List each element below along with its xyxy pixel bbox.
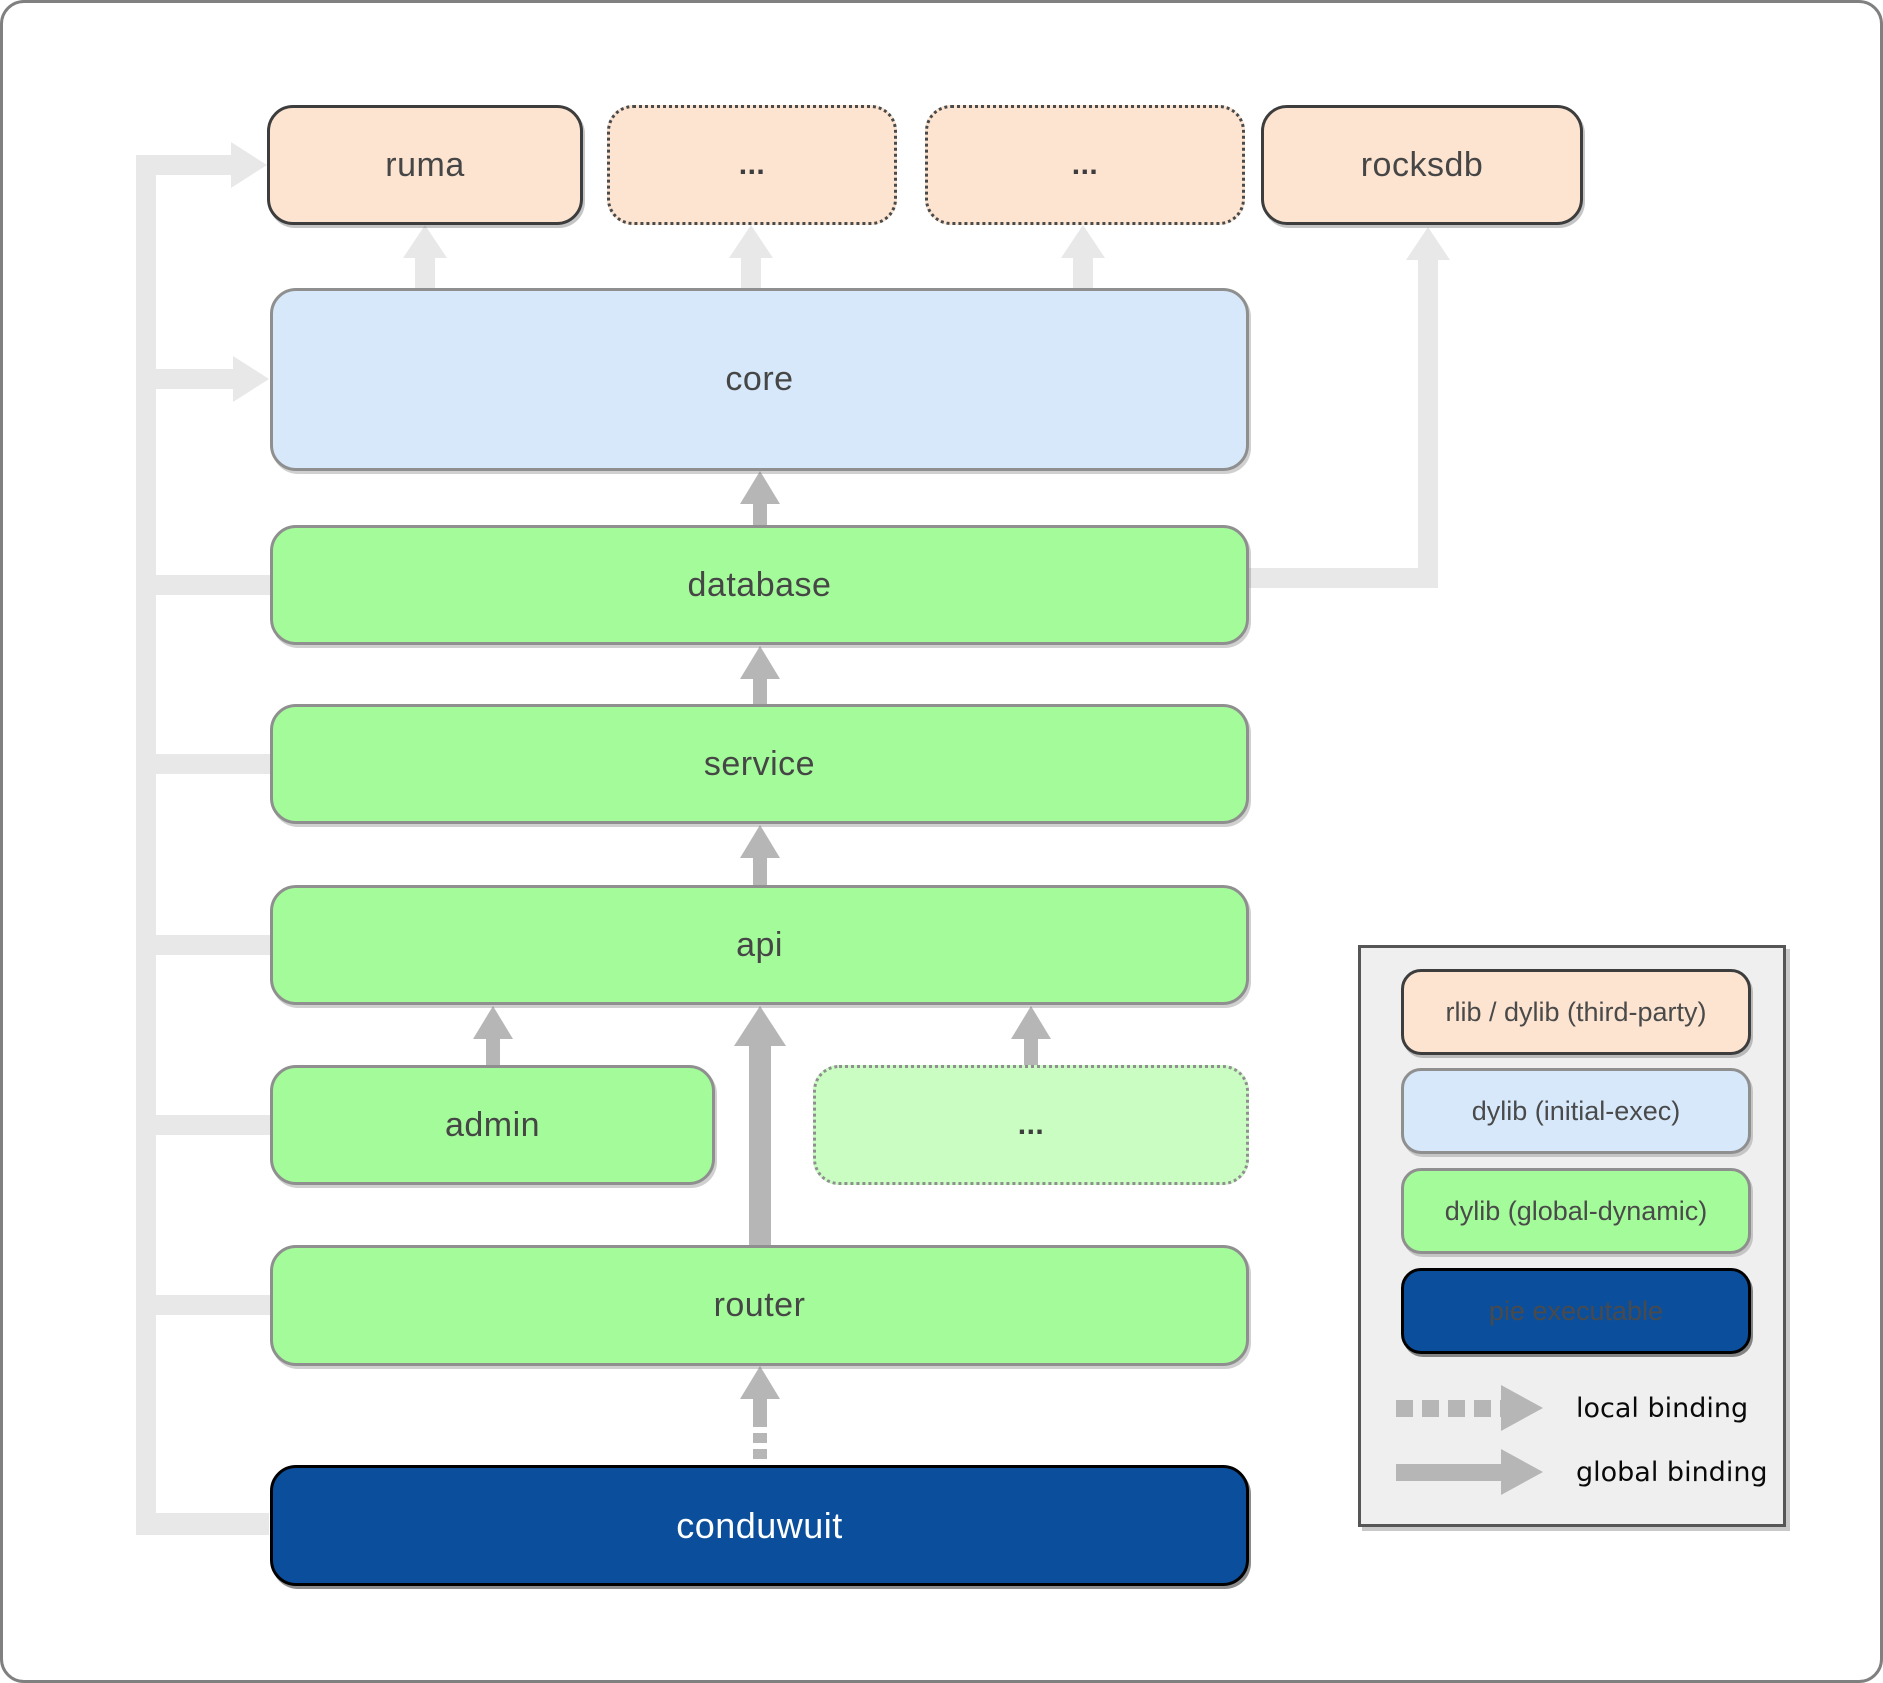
- arrow-api-to-service: [753, 857, 767, 886]
- node-rocksdb: rocksdb: [1261, 105, 1583, 225]
- node-ruma: ruma: [267, 105, 583, 225]
- arrowhead-ellipsis3-to-api-icon: [1011, 1006, 1051, 1039]
- arrowhead-into-rocksdb-icon: [1406, 227, 1450, 260]
- arrowhead-admin-to-api-icon: [473, 1006, 513, 1039]
- node-core: core: [270, 288, 1249, 471]
- node-ellipsis-third-party-2: ...: [925, 105, 1245, 225]
- binding-stub-to-service: [156, 754, 272, 774]
- arrowhead-into-core-icon: [233, 356, 269, 402]
- arrowhead-service-to-database-icon: [740, 646, 780, 679]
- arrowhead-router-to-api-icon: [734, 1006, 786, 1046]
- legend-item-initial-exec-label: dylib (initial-exec): [1471, 1095, 1681, 1126]
- node-database-label: database: [687, 565, 832, 604]
- binding-stub-to-core: [156, 369, 235, 389]
- legend-item-pie-executable-label: pie executable: [1488, 1295, 1664, 1326]
- local-binding-label: local binding: [1576, 1392, 1749, 1424]
- node-ellipsis2-label: ...: [1071, 148, 1099, 181]
- global-binding-arrow-icon: [1396, 1464, 1501, 1481]
- node-api-label: api: [736, 925, 783, 964]
- arrow-admin-to-api: [486, 1038, 500, 1066]
- legend-item-initial-exec: dylib (initial-exec): [1401, 1068, 1751, 1154]
- arrowhead-core-to-ellipsis1-icon: [729, 225, 773, 258]
- global-binding-label: global binding: [1576, 1456, 1768, 1488]
- arrowhead-api-to-service-icon: [740, 825, 780, 858]
- arrowhead-database-to-core-icon: [740, 471, 780, 504]
- node-api: api: [270, 885, 1249, 1005]
- arrow-ellipsis3-to-api: [1024, 1038, 1038, 1066]
- binding-stub-to-api: [156, 935, 272, 955]
- binding-stub-to-router: [156, 1295, 272, 1315]
- legend-item-pie-executable: pie executable: [1401, 1268, 1751, 1354]
- node-core-label: core: [725, 360, 794, 398]
- binding-stub-to-database: [156, 575, 272, 595]
- node-router: router: [270, 1245, 1249, 1366]
- node-conduwuit-label: conduwuit: [676, 1504, 843, 1546]
- legend-panel: rlib / dylib (third-party) dylib (initia…: [1358, 945, 1786, 1527]
- node-ruma-label: ruma: [385, 145, 465, 184]
- node-ellipsis-third-party-1: ...: [607, 105, 897, 225]
- arrow-router-to-api: [749, 1044, 771, 1246]
- node-database: database: [270, 525, 1249, 645]
- global-binding-arrowhead-icon: [1501, 1449, 1543, 1495]
- node-service-label: service: [703, 744, 816, 783]
- arrowhead-core-to-ellipsis2-icon: [1061, 225, 1105, 258]
- legend-item-global-dynamic: dylib (global-dynamic): [1401, 1168, 1751, 1254]
- arrow-core-to-ellipsis1: [741, 255, 761, 289]
- arrowhead-into-ruma-icon: [231, 142, 267, 188]
- binding-stub-to-admin: [156, 1115, 272, 1135]
- arrow-database-to-rocksdb-vertical: [1418, 260, 1438, 588]
- legend-item-global-dynamic-label: dylib (global-dynamic): [1444, 1195, 1708, 1226]
- node-admin-label: admin: [444, 1105, 541, 1144]
- conduwuit-global-binding-rail: [136, 155, 156, 1535]
- arrow-database-to-rocksdb-horizontal: [1249, 568, 1438, 588]
- arrow-core-to-ruma: [415, 255, 435, 289]
- arrow-core-to-ellipsis2: [1073, 255, 1093, 289]
- node-ellipsis-dylib: ...: [813, 1065, 1249, 1185]
- local-binding-arrowhead-icon: [1501, 1385, 1543, 1431]
- node-rocksdb-label: rocksdb: [1360, 145, 1484, 184]
- arrow-conduwuit-to-router-solid: [753, 1398, 767, 1427]
- legend-item-third-party: rlib / dylib (third-party): [1401, 969, 1751, 1055]
- binding-stub-to-ruma: [136, 155, 233, 175]
- node-ellipsis3-label: ...: [1017, 1108, 1045, 1141]
- arrow-service-to-database: [753, 678, 767, 705]
- node-conduwuit: conduwuit: [270, 1465, 1249, 1586]
- arrow-conduwuit-to-router-dash2: [753, 1449, 767, 1459]
- local-binding-arrow-icon: [1396, 1400, 1501, 1417]
- node-admin: admin: [270, 1065, 715, 1185]
- arrow-database-to-core: [753, 502, 767, 526]
- binding-elbow-from-conduwuit: [136, 1513, 269, 1535]
- legend-item-third-party-label: rlib / dylib (third-party): [1445, 996, 1707, 1027]
- arrow-conduwuit-to-router-dash1: [753, 1433, 767, 1443]
- arrowhead-conduwuit-to-router-icon: [740, 1366, 780, 1399]
- node-ellipsis1-label: ...: [738, 148, 766, 181]
- node-router-label: router: [713, 1286, 806, 1324]
- arrowhead-core-to-ruma-icon: [403, 225, 447, 258]
- node-service: service: [270, 704, 1249, 824]
